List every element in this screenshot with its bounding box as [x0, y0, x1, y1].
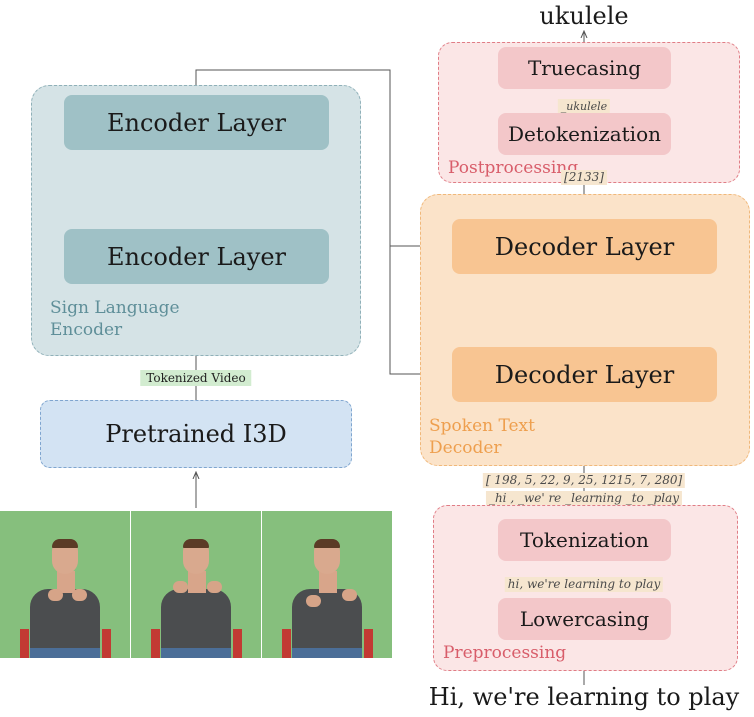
ukulele-subword-tag: _ukulele [557, 99, 611, 114]
preprocessing-label: Preprocessing [443, 643, 567, 663]
decoder-output-id-tag: [2133] [561, 170, 607, 185]
encoder-group-label: Sign Language Encoder [50, 298, 180, 340]
truecasing-box: Truecasing [498, 47, 671, 89]
lowercasing-box: Lowercasing [498, 598, 671, 640]
tokenized-video-tag: Tokenized Video [140, 370, 252, 386]
decoder-group-label: Spoken Text Decoder [429, 416, 535, 458]
decoder-layer-top: Decoder Layer [452, 219, 717, 274]
token-ids-tag: [ 198, 5, 22, 9, 25, 1215, 7, 280] [482, 473, 686, 488]
decoder-layer-bottom: Decoder Layer [452, 347, 717, 402]
tokenization-box: Tokenization [498, 519, 671, 561]
video-frame-3 [262, 511, 392, 658]
video-frame-1 [0, 511, 130, 658]
pretrained-i3d-group [40, 400, 352, 468]
subword-tokens-tag: _hi , _we' re _learning _to _play [485, 491, 683, 506]
output-word: ukulele [539, 2, 629, 30]
video-frame-2 [131, 511, 261, 658]
encoder-layer-bottom: Encoder Layer [64, 229, 329, 284]
pretrained-i3d-box: Pretrained I3D [105, 420, 287, 448]
arrow-encoder-to-decoders [195, 69, 450, 246]
input-sentence: Hi, we're learning to play [428, 683, 740, 711]
postprocessing-label: Postprocessing [448, 158, 579, 178]
lowercased-sentence-tag: hi, we're learning to play [504, 577, 664, 592]
detokenization-box: Detokenization [498, 113, 671, 155]
encoder-layer-top: Encoder Layer [64, 95, 329, 150]
